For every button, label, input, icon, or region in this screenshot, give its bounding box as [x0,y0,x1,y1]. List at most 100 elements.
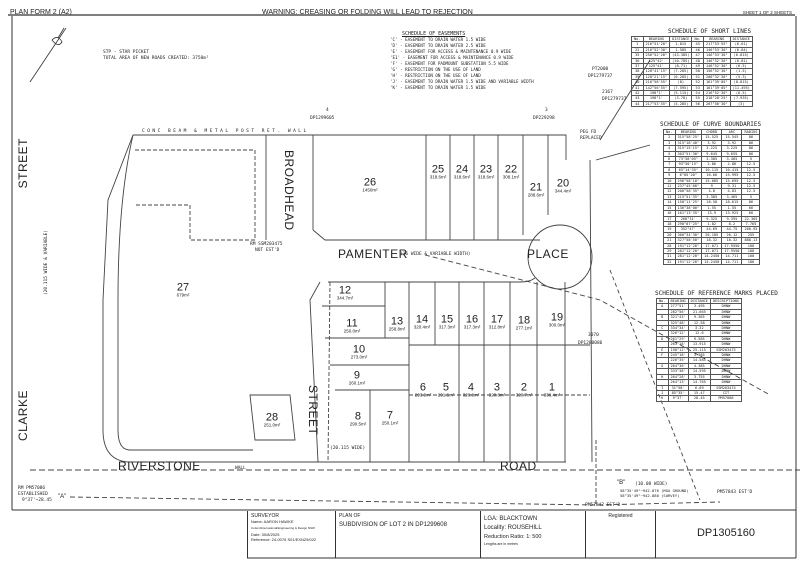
table-cell: 14.585 [687,357,711,364]
table-cell: 4.83 [721,188,743,195]
table-cell: 9.395 [721,215,743,222]
plan-form-label: PLAN FORM 2 (A2) [10,9,72,16]
table-cell: 1.585 [669,46,693,54]
lga-value: LGA: BLACKTOWN [484,516,538,522]
riverstone-label: RIVERSTONE [118,459,201,473]
table-cell: 315°15'15" [674,145,703,152]
lot-number: 1 [548,381,556,394]
lot-area: 300.0m² [548,322,566,328]
table-cell: 216°58'55" [642,79,671,86]
street-label-left: STREET [16,138,30,189]
table-cell: 191°12'20" [674,242,703,249]
table-cell: (5.285) [669,100,693,108]
table-cell: 28.45 [687,395,711,402]
lot-area: 320.4m² [413,324,431,330]
survey-reference: Reference: 24-0076 S01/EXN29/022 [251,537,317,542]
table-cell: 333°38' [667,368,689,375]
table-cell: 217°53'55" [642,100,671,108]
clarke-label: CLARKE [16,390,30,442]
table-cell: 100 [741,247,761,255]
table-cell: 12.58 [687,319,711,327]
lot-area: 277.1m² [515,325,533,331]
road-bearing-mga: 58°35'49"~942.876 (MGA GROUND) [620,488,689,493]
table-cell: 14.595 [687,368,711,375]
lot-number: 11 [346,317,358,330]
table-cell: 281°12'20" [674,247,703,255]
table-cell: 263°18' [667,341,689,348]
table-cell: 4.385 [687,362,711,370]
lot-number: 22 [504,163,518,176]
table-cell: (8.815) [729,79,753,86]
table-cell: 86 [741,134,761,141]
table-cell: 9.585 [687,335,711,343]
adjoining-dp-4: DP1299605 [310,116,335,121]
lot-area: 290.5m² [349,421,367,427]
adjoining-lot-3: 3 [545,108,548,113]
easement-item: 'G' - RESTRICTION ON THE USE OF LAND [390,67,481,72]
table-cell: 3.32 [687,324,711,332]
adjoining-dp-3: DP229298 [533,116,555,121]
table-cell: K [656,395,669,402]
road-label: ROAD [500,459,537,473]
street-mid-width: (20.115 WIDE) [330,446,366,451]
lot-area: 679m² [176,292,190,298]
table-cell: 15.545 [721,134,743,141]
lot-area: 317.3m² [463,324,481,330]
lot-area: 318.6m² [477,174,495,180]
table-cell: 5 [741,193,761,201]
table-cell: (43.385) [669,52,693,59]
table-cell: CIT [709,389,742,397]
table-cell: 198°12' [667,346,689,354]
surveyor-label: SURVEYOR [251,513,279,519]
table-cell: 360°34'30" [674,231,703,239]
lot-number: 19 [550,311,564,324]
table-cell: (6.84) [729,46,753,54]
table-cell: 156°52'30" [702,68,731,75]
lot-area: 320.8m² [462,392,480,398]
locality-value: Locality: ROUSEHILL [484,525,542,531]
table-cell: 9.31 [721,183,743,190]
fence-note: CONC BEAM & METAL POST RET. WALL [142,129,309,134]
table-cell: 315°18'40" [674,139,703,147]
table-cell: 15.695 [721,177,743,185]
table-cell: (6.5) [729,62,753,70]
table-cell: 303°51'30" [674,150,703,158]
table-cell: DHNW [709,352,742,359]
lga-cell: LGA: BLACKTOWN Locality: ROUSEHILL Reduc… [480,511,585,558]
lot-number: 13 [390,315,404,328]
dp-cell: DP1305160 [655,511,796,558]
lot-area: 336.4m² [543,392,561,398]
lot-number: 4 [467,381,475,394]
adjoining-dp3070: DP1280086 [578,341,603,346]
rm-a-established: ESTABLISHED [18,492,48,497]
table-cell: 9°37' [667,395,689,402]
table-cell: DHNW [709,335,742,343]
lot-area: 250.1m² [381,420,399,426]
table-cell: 17.9550 [721,247,743,255]
table-header: DISTANCE [687,297,711,305]
